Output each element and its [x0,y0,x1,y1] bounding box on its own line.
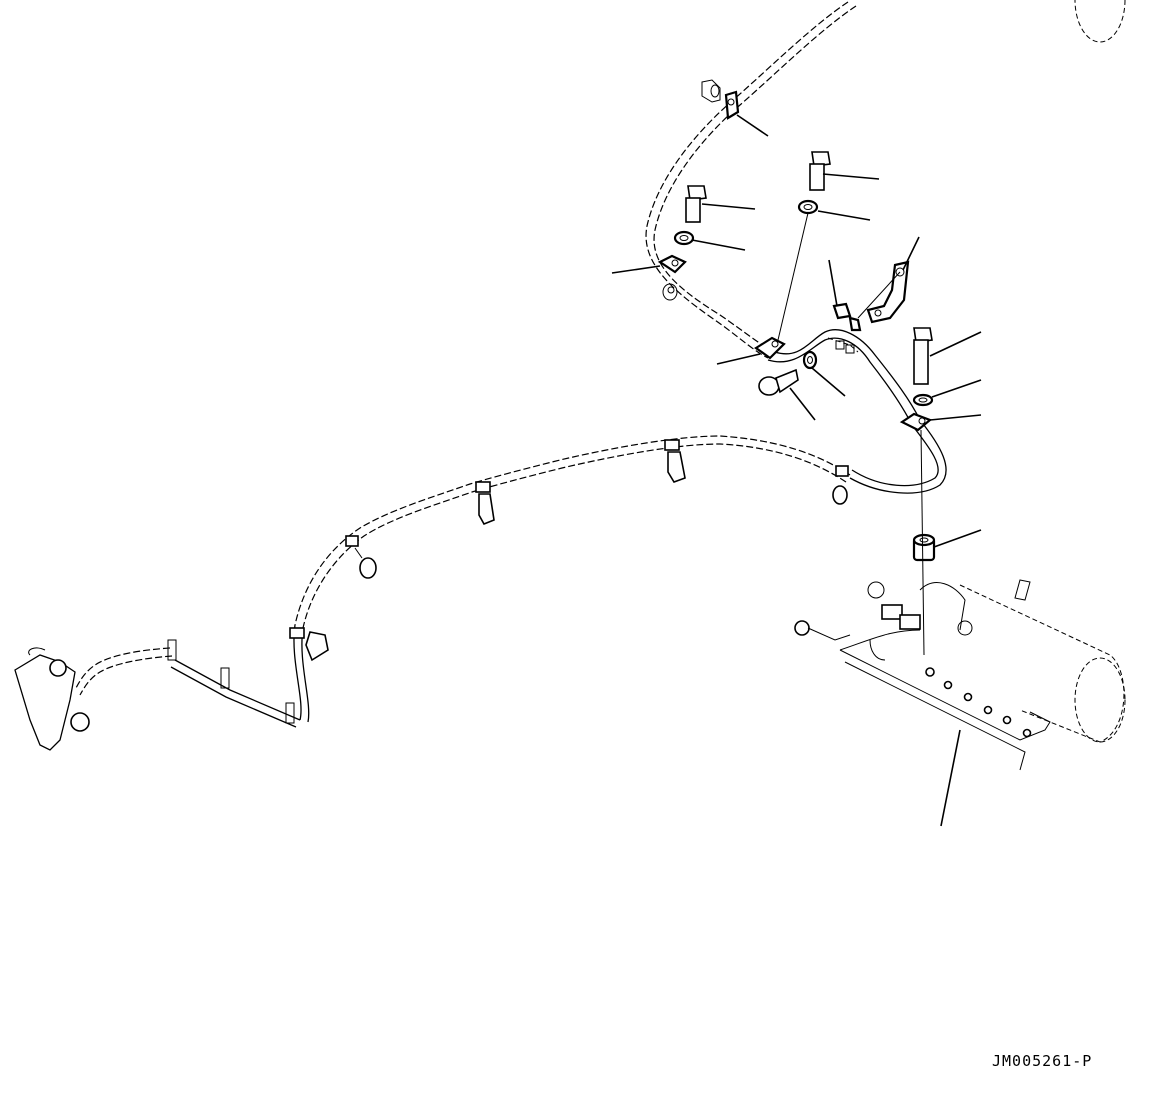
nut-small [802,350,818,370]
hose-long [293,435,851,723]
clamp-3 [475,481,495,526]
alignment-lines [777,212,925,656]
hose-upper [645,1,857,359]
bolt-horizontal [758,368,799,396]
hose-lower-left [74,647,301,728]
clamp-4 [664,439,686,483]
hose-clamps [289,439,849,662]
spacer-upper [701,79,721,103]
spacer-mid [662,283,678,301]
clamp-upper [724,90,740,120]
tab-clips [167,639,295,724]
connector [827,337,859,354]
plate-clip [832,302,862,332]
clamp-1 [289,627,329,662]
clamp-mid-left [657,254,687,274]
clamp-center [754,336,786,360]
left-bracket [14,647,90,751]
bolt-long [913,327,933,385]
bolt-right [809,151,831,191]
reference-code: JM005261-P [992,1052,1093,1070]
leader-lines [611,114,982,827]
washer-left [673,230,695,246]
clamp-5 [832,465,849,505]
hose-middle [767,329,947,494]
clamp-2 [345,535,377,579]
starter-motor [794,0,1126,771]
washer-long [912,393,934,407]
spacer-lower [912,533,936,562]
bolt-left [685,185,707,223]
bracket-angle [866,260,910,324]
washer-right [797,199,819,215]
